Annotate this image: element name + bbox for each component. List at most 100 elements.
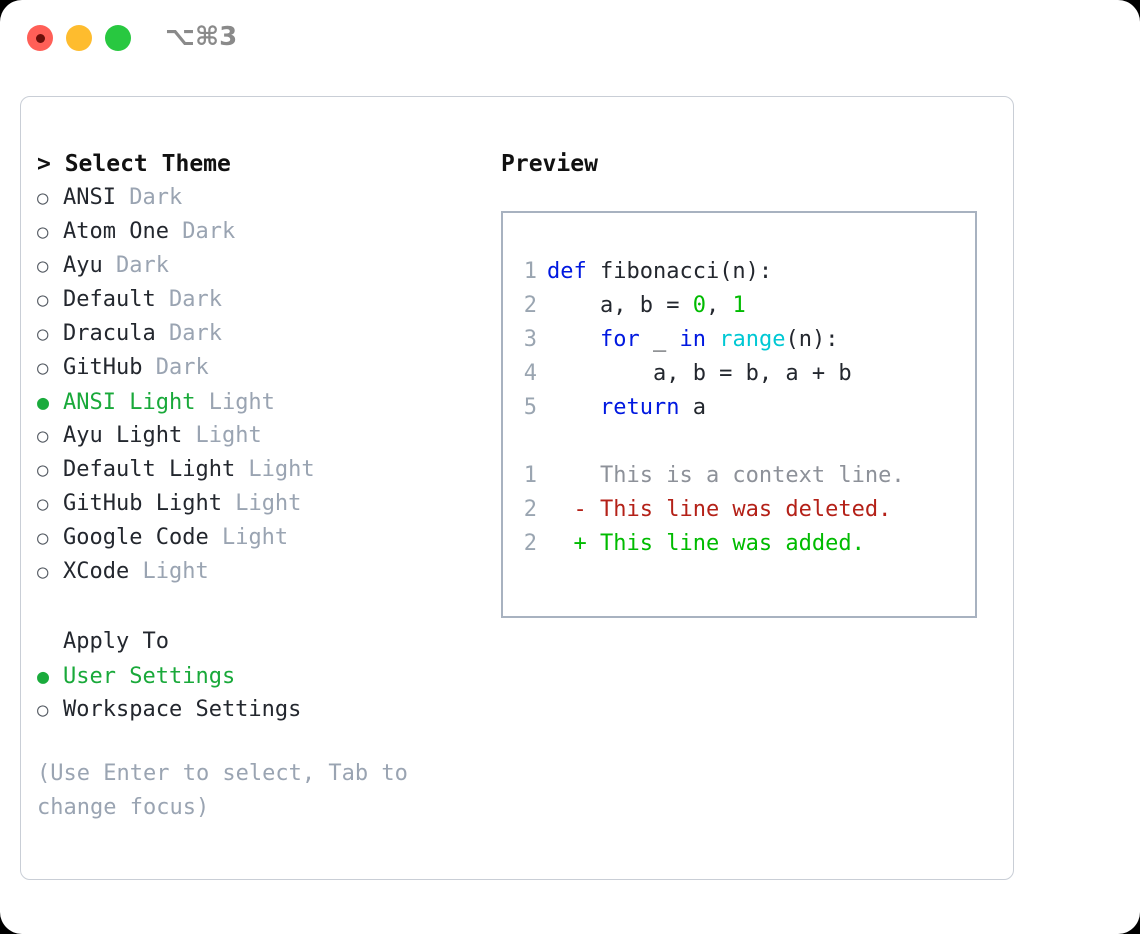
line-number: 2 bbox=[523, 497, 537, 522]
diff-line-text: This line was deleted. bbox=[599, 497, 892, 522]
preview-heading: Preview bbox=[501, 151, 598, 177]
theme-option[interactable]: ○ Dracula Dark bbox=[37, 317, 477, 351]
diff-sample: 1 This is a context line.2 - This line w… bbox=[503, 459, 975, 561]
radio-unselected-icon[interactable]: ○ bbox=[37, 323, 49, 345]
theme-option[interactable]: ○Default Dark bbox=[37, 283, 477, 317]
line-number: 5 bbox=[523, 395, 537, 420]
theme-option-variant: Dark bbox=[142, 355, 209, 380]
theme-option-label: Default Light bbox=[63, 457, 236, 482]
code-token: a bbox=[679, 395, 706, 420]
apply-to-option-label: Workspace Settings bbox=[63, 697, 302, 722]
theme-option[interactable]: ○ Ayu Dark bbox=[37, 249, 477, 283]
code-token: 1 bbox=[732, 293, 746, 318]
section-spacer bbox=[37, 589, 477, 625]
code-line-text: def fibonacci(n): bbox=[547, 255, 772, 289]
theme-option-variant: Light bbox=[208, 525, 289, 550]
code-token: def bbox=[547, 259, 600, 284]
title-bar: ⌥⌘3 bbox=[0, 0, 1140, 80]
code-line: 5 return a bbox=[503, 391, 975, 425]
theme-option-label: Atom One bbox=[63, 219, 169, 244]
theme-option[interactable]: ○ Ayu Light Light bbox=[37, 419, 477, 453]
code-token: a, b = b, a + b bbox=[547, 361, 852, 386]
radio-unselected-icon[interactable]: ○ bbox=[37, 493, 49, 515]
theme-option[interactable]: ○ XCode Light bbox=[37, 555, 477, 589]
theme-option-label: GitHub Light bbox=[63, 491, 222, 516]
code-token: (n): bbox=[785, 327, 839, 352]
theme-option-variant: Light bbox=[129, 559, 209, 584]
code-token bbox=[706, 327, 719, 352]
theme-option-variant: Dark bbox=[168, 219, 236, 244]
apply-to-option[interactable]: ●User Settings bbox=[37, 659, 477, 693]
theme-option-label: Ayu bbox=[63, 253, 103, 278]
code-token: 0 bbox=[692, 293, 706, 318]
theme-option-label: Dracula bbox=[63, 321, 156, 346]
theme-option[interactable]: ○ GitHub Light Light bbox=[37, 487, 477, 521]
code-token bbox=[547, 395, 600, 420]
diff-line-text: This line was added. bbox=[599, 531, 865, 556]
theme-option-label: Ayu Light bbox=[63, 423, 183, 448]
code-token: in bbox=[679, 327, 706, 352]
theme-option[interactable]: ●ANSI Light Light bbox=[37, 385, 477, 419]
diff-line-text: This is a context line. bbox=[599, 463, 905, 488]
theme-option-label: Google Code bbox=[63, 525, 209, 550]
line-number: 3 bbox=[523, 327, 537, 352]
radio-selected-icon[interactable]: ● bbox=[37, 390, 50, 414]
code-diff-separator bbox=[503, 425, 975, 459]
diff-marker: + bbox=[547, 531, 600, 556]
code-line-text: for _ in range(n): bbox=[547, 323, 838, 357]
theme-option-variant: Light bbox=[221, 491, 302, 516]
code-line-text: return a bbox=[547, 391, 706, 425]
radio-unselected-icon[interactable]: ○ bbox=[37, 221, 49, 243]
theme-option-label: Default bbox=[63, 287, 156, 312]
apply-to-list[interactable]: ●User Settings ○ Workspace Settings bbox=[37, 659, 477, 727]
radio-unselected-icon[interactable]: ○ bbox=[37, 289, 49, 311]
theme-option-variant: Dark bbox=[115, 185, 183, 210]
diff-marker bbox=[547, 459, 600, 493]
theme-list[interactable]: ○ ANSI Dark ○ Atom One Dark ○ Ayu Dark ○ Defaul… bbox=[37, 181, 477, 589]
theme-option[interactable]: ○GitHub Dark bbox=[37, 351, 477, 385]
theme-option[interactable]: ○ ANSI Dark bbox=[37, 181, 477, 215]
theme-option-variant: Dark bbox=[102, 253, 169, 278]
recording-dot-icon bbox=[35, 33, 45, 43]
theme-option[interactable]: ○ Atom One Dark bbox=[37, 215, 477, 249]
theme-option-label: XCode bbox=[63, 559, 130, 584]
apply-to-option[interactable]: ○ Workspace Settings bbox=[37, 693, 477, 727]
diff-line: 1 This is a context line. bbox=[503, 459, 975, 493]
radio-selected-icon[interactable]: ● bbox=[37, 664, 50, 688]
radio-unselected-icon[interactable]: ○ bbox=[37, 255, 49, 277]
theme-option-variant: Light bbox=[182, 423, 262, 448]
close-button[interactable] bbox=[27, 25, 53, 51]
select-theme-heading: > Select Theme bbox=[37, 151, 231, 177]
code-token: a, b = bbox=[547, 293, 693, 318]
code-token: _ bbox=[639, 327, 680, 352]
code-line-text: a, b = 0, 1 bbox=[547, 289, 746, 323]
minimize-button[interactable] bbox=[66, 25, 92, 51]
radio-unselected-icon[interactable]: ○ bbox=[37, 187, 49, 209]
code-line: 4 a, b = b, a + b bbox=[503, 357, 975, 391]
line-number: 2 bbox=[523, 531, 537, 556]
theme-option[interactable]: ○ Google Code Light bbox=[37, 521, 477, 555]
radio-unselected-icon[interactable]: ○ bbox=[37, 561, 49, 583]
theme-option-variant: Dark bbox=[155, 321, 222, 346]
maximize-button[interactable] bbox=[105, 25, 131, 51]
theme-selection-panel: > Select Theme ○ANSI Dark○Atom One Dark○… bbox=[37, 147, 477, 825]
radio-unselected-icon[interactable]: ○ bbox=[37, 357, 49, 379]
code-token: for bbox=[599, 327, 640, 352]
radio-unselected-icon[interactable]: ○ bbox=[37, 425, 49, 447]
apply-to-heading: Apply To bbox=[63, 629, 169, 654]
keyboard-hint-text: (Use Enter to select, Tab to change focu… bbox=[37, 761, 408, 820]
code-token: range bbox=[719, 327, 786, 352]
code-token bbox=[547, 327, 600, 352]
theme-option[interactable]: ○Default Light Light bbox=[37, 453, 477, 487]
theme-picker-frame: > Select Theme ○ANSI Dark○Atom One Dark○… bbox=[20, 96, 1014, 880]
radio-unselected-icon[interactable]: ○ bbox=[37, 527, 49, 549]
theme-option-label: ANSI bbox=[63, 185, 116, 210]
radio-unselected-icon[interactable]: ○ bbox=[37, 459, 49, 481]
theme-option-label: ANSI Light bbox=[63, 390, 196, 415]
radio-unselected-icon[interactable]: ○ bbox=[37, 699, 49, 721]
